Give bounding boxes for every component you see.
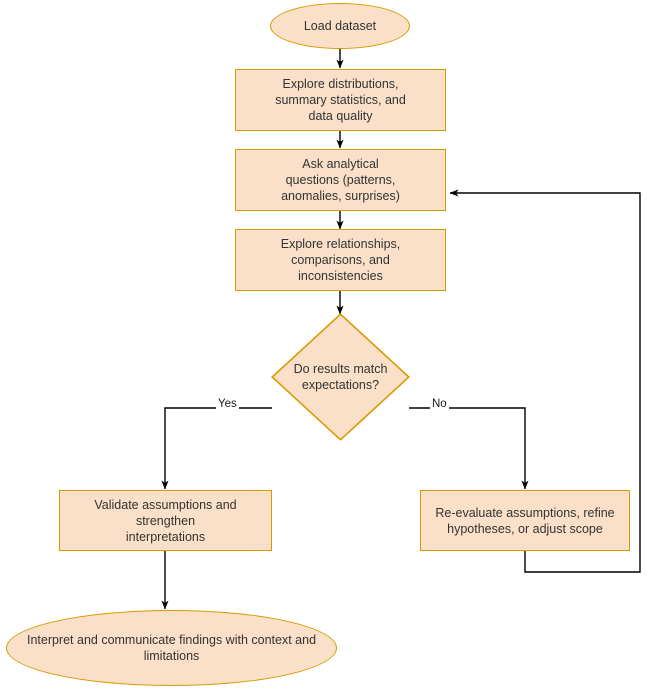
node-explore-distributions-label: Explore distributions, summary statistic… [275,77,406,123]
node-ask-questions-label: Ask analytical questions (patterns, anom… [281,157,400,203]
node-interpret-communicate-label: Interpret and communicate findings with … [26,633,317,663]
node-results-match-decision-label: Do results match expectations? [293,362,388,392]
node-explore-relationships-label: Explore relationships, comparisons, and … [280,237,401,283]
node-re-evaluate-assumptions[interactable]: Re-evaluate assumptions, refine hypothes… [420,490,630,551]
edge-label-no: No [430,398,449,411]
node-interpret-communicate[interactable]: Interpret and communicate findings with … [6,610,337,686]
node-load-dataset-label: Load dataset [303,19,377,33]
node-ask-questions[interactable]: Ask analytical questions (patterns, anom… [235,149,446,211]
node-results-match-decision[interactable]: Do results match expectations? [271,313,410,441]
edge-decision-yes-to-validate [161,407,272,490]
edge-decision-no-to-reevaluate [409,407,529,490]
node-explore-relationships[interactable]: Explore relationships, comparisons, and … [235,229,446,291]
node-re-evaluate-assumptions-label: Re-evaluate assumptions, refine hypothes… [435,505,615,536]
node-load-dataset[interactable]: Load dataset [270,3,410,49]
edge-reevaluate-feedback-to-ask-questions [449,189,641,573]
node-explore-distributions[interactable]: Explore distributions, summary statistic… [235,69,446,131]
node-validate-assumptions-label: Validate assumptions and strengthen inte… [94,497,237,544]
node-validate-assumptions[interactable]: Validate assumptions and strengthen inte… [59,490,272,551]
edge-label-yes: Yes [216,398,239,411]
diamond-shape [271,313,410,441]
